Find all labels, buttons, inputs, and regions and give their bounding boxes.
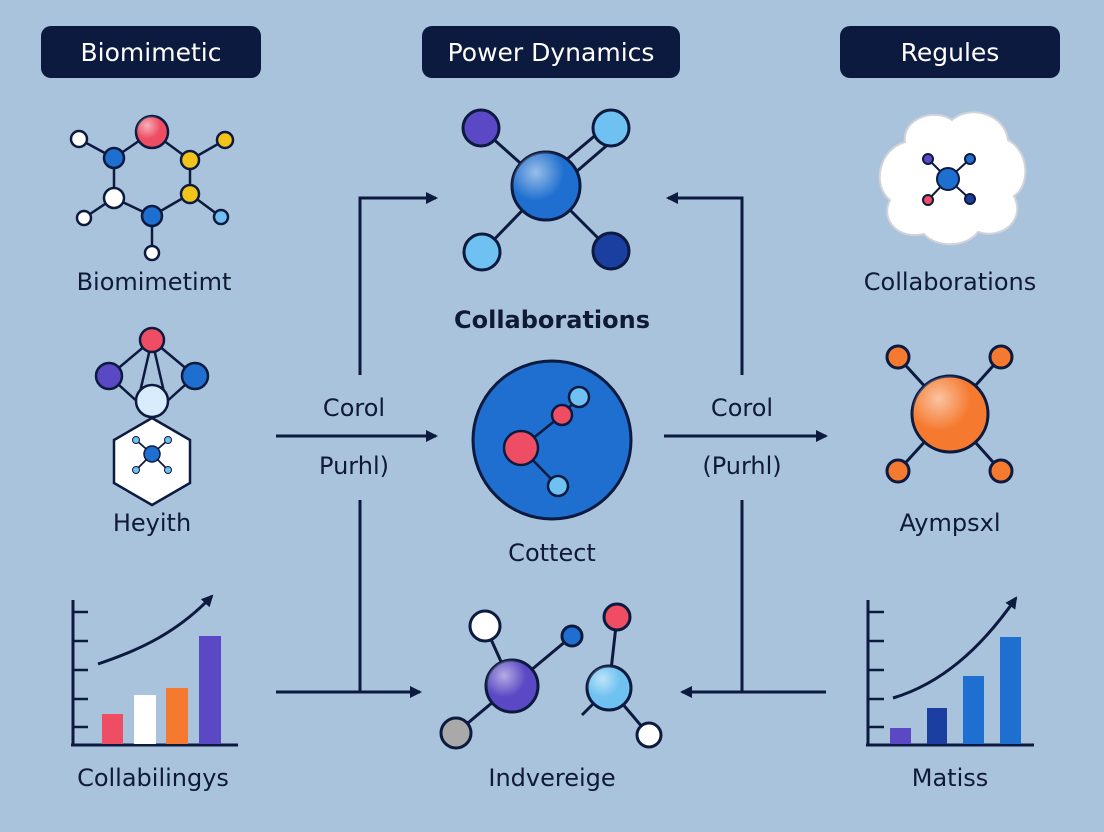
label-left-2: Heyith: [112, 509, 192, 537]
label-right-1: Collaborations: [863, 268, 1037, 296]
label-left-3: Collabilingys: [77, 764, 229, 792]
label-center-2: Cottect: [508, 539, 596, 567]
bar-chart-trend-icon: [866, 596, 1034, 747]
arrow-right-to-top: [666, 192, 744, 375]
flow-arrows: [276, 192, 828, 698]
header-regules: Regules: [840, 26, 1060, 78]
molecule-hexagon-icon: [94, 326, 210, 507]
label-right-2: Aympsxl: [899, 509, 1001, 537]
molecule-hub-icon: [461, 108, 631, 272]
label-center-1: Collaborations: [453, 306, 651, 334]
cloud-molecule-icon: [878, 111, 1027, 246]
label-right-3: Matiss: [911, 764, 989, 792]
arrow-label-left-top: Corol: [322, 394, 386, 422]
arrow-left-to-top: [358, 192, 438, 375]
hexagon-molecule-icon: [69, 114, 235, 262]
orange-molecule-icon: [885, 344, 1014, 484]
arrow-label-right-bottom: (Purhl): [702, 452, 782, 480]
circle-molecule-icon: [471, 359, 633, 521]
header-power-dynamics: Power Dynamics: [422, 26, 680, 78]
molecule-pair-icon: [439, 602, 663, 750]
bar-chart-trend-icon: [71, 594, 238, 747]
header-biomimetic: Biomimetic: [41, 26, 261, 78]
label-left-1: Biomimetimt: [76, 268, 232, 296]
arrow-label-left-bottom: Purhl): [319, 452, 389, 480]
label-center-3: Indvereige: [488, 764, 616, 792]
arrow-label-right-top: Corol: [710, 394, 774, 422]
